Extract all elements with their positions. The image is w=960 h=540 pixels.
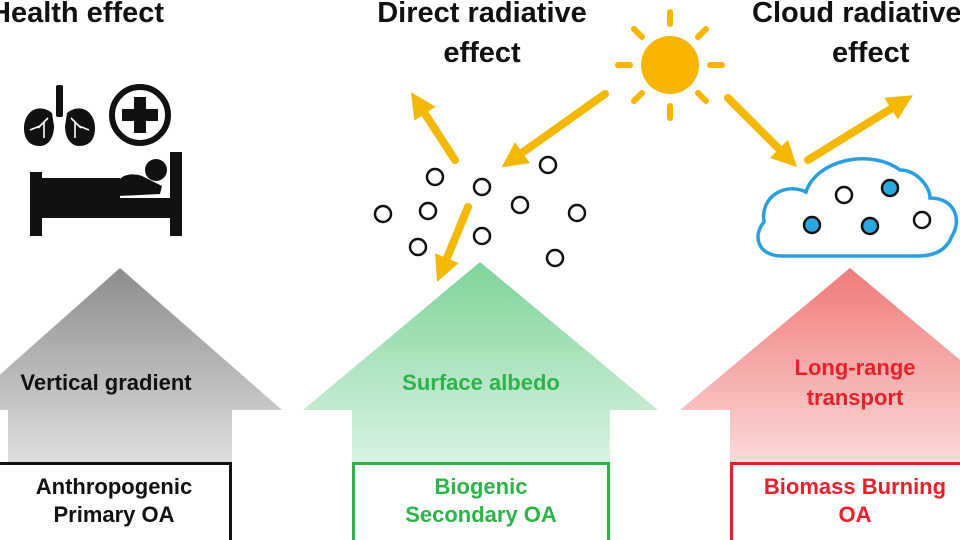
aerosol-particle (510, 195, 530, 215)
incoming-to-aerosol-arrow (501, 90, 609, 168)
radiation-arrows (411, 90, 913, 282)
sun-icon (615, 9, 725, 121)
scattered-up-arrow (411, 92, 459, 164)
cloud-particle (912, 210, 932, 230)
incoming-to-cloud-arrow (724, 94, 798, 168)
hospital-bed-icon (30, 152, 182, 236)
biomass-burning-oa-box: Biomass Burning OA (730, 462, 960, 540)
direct-radiative-title-line2: effect (443, 37, 521, 69)
aerosol-particle (567, 203, 587, 223)
cloud-particles (802, 178, 932, 236)
aerosol-particle (418, 201, 438, 221)
cloud-radiative-title-line1: Cloud radiative (752, 0, 960, 29)
aerosol-particle (472, 226, 492, 246)
cloud-particle (834, 185, 854, 205)
biogenic-secondary-oa-box: Biogenic Secondary OA (352, 462, 610, 540)
health-effect-title: Health effect (0, 0, 165, 29)
scattered-down-arrow (435, 203, 472, 282)
source-line1: Anthropogenic (35, 474, 193, 499)
aerosol-particle (408, 237, 428, 257)
aerosol-particles (373, 155, 587, 268)
cloud-icon (756, 157, 959, 258)
long-range-label-line1: Long-range (794, 355, 916, 380)
aerosol-particle (545, 248, 565, 268)
cloud-particle (880, 178, 900, 198)
cloud-particle (860, 216, 880, 236)
lungs-branch-lines (29, 117, 90, 138)
source-line1: Biomass Burning (763, 474, 947, 499)
lungs-icon (24, 85, 95, 146)
cloud-particle (802, 215, 822, 235)
cloud-radiative-title-line2: effect (832, 37, 910, 69)
anthropogenic-primary-oa-box: Anthropogenic Primary OA (0, 462, 232, 540)
aerosol-particle (425, 167, 445, 187)
source-line2: Primary OA (53, 502, 175, 527)
cloud-reflected-arrow (804, 95, 913, 164)
vertical-gradient-label: Vertical gradient (20, 370, 192, 395)
transport-label-line2: transport (806, 385, 904, 410)
aerosol-particle (472, 177, 492, 197)
aerosol-particle (538, 155, 558, 175)
source-line2: Secondary OA (405, 502, 557, 527)
surface-albedo-label: Surface albedo (402, 370, 560, 395)
medical-cross-icon (109, 84, 171, 146)
direct-radiative-title-line1: Direct radiative (377, 0, 587, 29)
source-line1: Biogenic (434, 474, 528, 499)
aerosol-particle (373, 204, 393, 224)
source-line2: OA (838, 502, 872, 527)
